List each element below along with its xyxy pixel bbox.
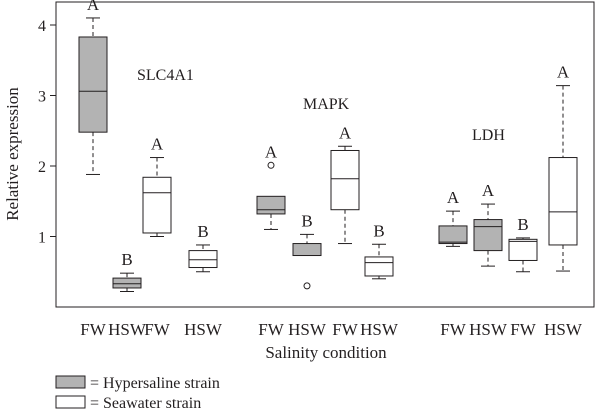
x-tick-label: HSW xyxy=(544,320,583,339)
box-mapk-hsw-seawater xyxy=(364,243,394,280)
gene-label-slc4a1: SLC4A1 xyxy=(137,67,194,84)
x-tick-label: HSW xyxy=(360,320,399,339)
y-tick-label: 2 xyxy=(38,159,46,176)
outlier-point xyxy=(303,282,311,290)
x-tick-label: FW xyxy=(144,320,170,339)
significance-letter: B xyxy=(121,250,132,269)
box-iqr xyxy=(364,256,394,277)
box-slc4a1-hsw-hypersaline xyxy=(112,272,142,292)
x-tick-label: HSW xyxy=(288,320,327,339)
significance-letter: A xyxy=(265,142,278,161)
box-slc4a1-hsw-seawater xyxy=(188,244,218,273)
gene-label-mapk: MAPK xyxy=(303,96,350,113)
plot-frame xyxy=(55,1,595,308)
x-tick-label: HSW xyxy=(108,320,147,339)
y-axis-label: Relative expression xyxy=(3,87,22,221)
box-iqr xyxy=(142,176,172,234)
y-tick-label: 3 xyxy=(38,89,46,106)
y-tick-label: 1 xyxy=(38,230,46,247)
x-axis-label: Salinity condition xyxy=(265,343,387,362)
box-iqr xyxy=(112,277,142,289)
box-mapk-fw-hypersaline xyxy=(256,161,286,230)
significance-letter: A xyxy=(87,0,100,14)
significance-letter: A xyxy=(151,135,164,154)
box-ldh-hsw-hypersaline xyxy=(473,203,503,267)
box-iqr xyxy=(508,238,538,261)
x-tick-label: FW xyxy=(510,320,536,339)
box-iqr xyxy=(78,36,108,133)
box-ldh-fw-seawater xyxy=(508,237,538,273)
y-tick-label: 4 xyxy=(38,18,46,35)
box-mapk-fw-seawater xyxy=(330,145,360,245)
box-iqr xyxy=(292,243,322,257)
box-mapk-hsw-hypersaline xyxy=(292,233,322,290)
box-iqr xyxy=(473,219,503,252)
significance-letter: A xyxy=(447,188,460,207)
legend-label: = Seawater strain xyxy=(90,395,201,412)
legend-label: = Hypersaline strain xyxy=(90,375,220,392)
x-tick-label: HSW xyxy=(184,320,223,339)
box-iqr xyxy=(548,157,578,246)
x-tick-label: FW xyxy=(80,320,106,339)
outlier-point xyxy=(267,161,275,169)
box-slc4a1-fw-hypersaline xyxy=(78,17,108,175)
significance-letter: B xyxy=(373,221,384,240)
box-iqr xyxy=(256,195,286,215)
x-tick-label: FW xyxy=(440,320,466,339)
significance-letter: A xyxy=(557,63,570,82)
x-tick-label: FW xyxy=(332,320,358,339)
significance-letter: A xyxy=(482,181,495,200)
box-ldh-hsw-seawater xyxy=(548,85,578,272)
box-slc4a1-fw-seawater xyxy=(142,157,172,237)
legend-swatch xyxy=(55,375,86,389)
x-tick-label: FW xyxy=(258,320,284,339)
significance-letter: A xyxy=(339,123,352,142)
gene-label-ldh: LDH xyxy=(472,127,505,144)
box-iqr xyxy=(330,149,360,211)
box-iqr xyxy=(438,225,468,245)
significance-letter: B xyxy=(197,222,208,241)
significance-letter: B xyxy=(301,211,312,230)
box-iqr xyxy=(188,250,218,269)
box-ldh-fw-hypersaline xyxy=(438,210,468,247)
significance-letter: B xyxy=(517,215,528,234)
legend-swatch xyxy=(55,395,86,409)
x-tick-label: HSW xyxy=(469,320,508,339)
